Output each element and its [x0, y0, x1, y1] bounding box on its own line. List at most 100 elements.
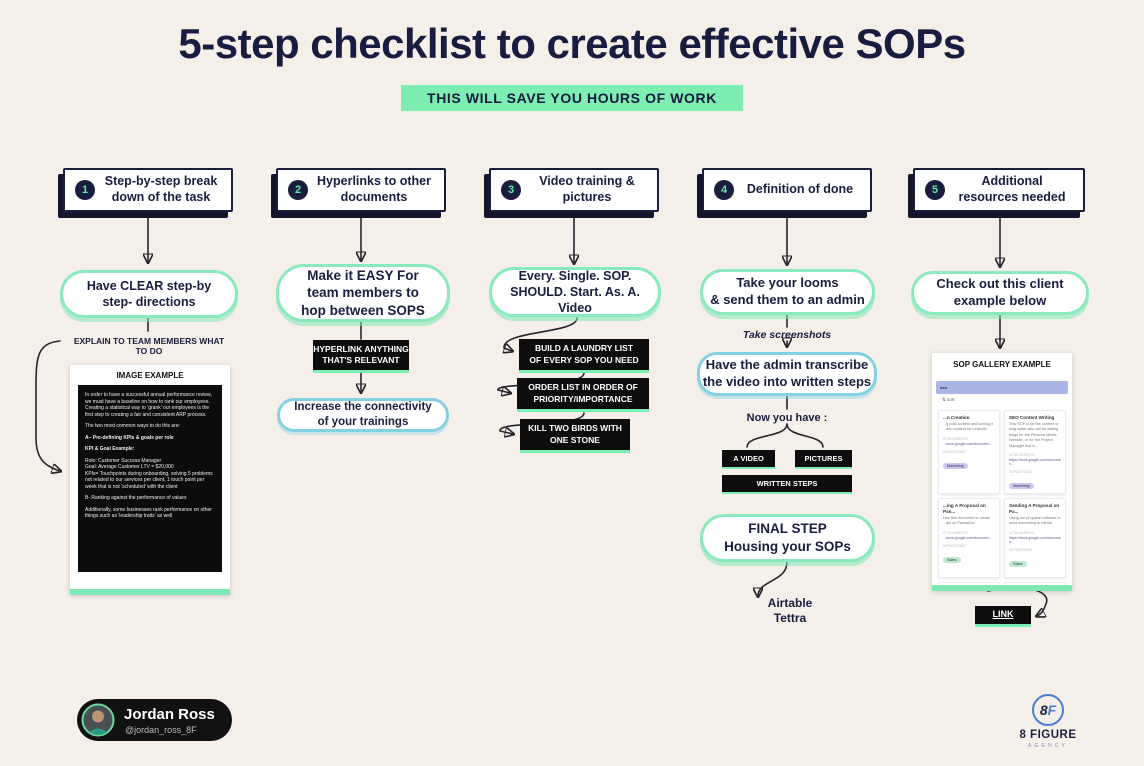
step3-black-box-3: KILL TWO BIRDS WITH ONE STONE	[520, 419, 630, 453]
gallery-item-body: Using our proposal software to send some…	[1009, 515, 1061, 526]
step2-header-box: 2 Hyperlinks to other documents	[276, 168, 446, 212]
step2-number-badge: 2	[288, 180, 308, 200]
gallery-item-label: DEPARTMENT	[943, 543, 967, 548]
image-example-underline	[70, 589, 230, 595]
gallery-item-link[interactable]: https://docs.google.com/documen...	[1009, 535, 1061, 544]
gallery-item-title: ...ing A Proposal on Pan...	[943, 503, 986, 514]
image-example-paragraph: A– Pre-defining KPIs & goals per role	[85, 434, 174, 441]
gallery-toolbar: deo	[936, 381, 1068, 394]
logo-line1: 8 FIGURE	[1019, 729, 1077, 741]
gallery-item-link[interactable]: ...docs.google.com/documen...	[943, 441, 992, 446]
step4-tag-video: A VIDEO	[722, 450, 775, 469]
image-example-title: IMAGE EXAMPLE	[116, 371, 184, 380]
gallery-sort-label: sort	[947, 397, 955, 402]
gallery-item[interactable]: ...n Creation ...g post content and turn…	[938, 410, 1000, 494]
step4-final-pill: FINAL STEP Housing your SOPs	[700, 514, 875, 562]
gallery-item[interactable]: SEO Content Writing This SOP is for the …	[1004, 410, 1066, 494]
step3-header-box: 3 Video training & pictures	[489, 168, 659, 212]
step2-black-box: HYPERLINK ANYTHING THAT'S RELEVANT	[313, 340, 409, 373]
step1-header-label: Step-by-step break down of the task	[104, 174, 218, 204]
step4-now-label: Now you have :	[746, 412, 828, 424]
step3-pill: Every. Single. SOP. SHOULD. Start. As. A…	[489, 267, 661, 317]
gallery-item-title: Sending A Proposal on Pa...	[1009, 503, 1060, 514]
step3-black-box-2: ORDER LIST IN ORDER OF PRIORITY/IMPORTAN…	[517, 378, 649, 412]
connector-step4-brace-right	[786, 423, 824, 448]
step2-header-label: Hyperlinks to other documents	[317, 174, 431, 204]
step4-outputs: Airtable Tettra	[767, 596, 813, 625]
avatar	[81, 703, 115, 737]
step3-header-label: Video training & pictures	[539, 174, 635, 204]
gallery-item-link[interactable]: https://docs.google.com/documen...	[1009, 458, 1061, 467]
gallery-item-label: ATTACHMENTS	[1009, 530, 1035, 535]
gallery-card: SOP GALLERY EXAMPLE deo ⇅ sort ...n Crea…	[932, 353, 1072, 591]
gallery-underline	[932, 585, 1072, 591]
image-example-paragraph: B- Ranking against the performance of va…	[85, 495, 187, 501]
gallery-item-title: SEO Content Writing	[1009, 415, 1055, 420]
image-example-paragraph: The two most common ways to do this are:	[85, 423, 181, 429]
page-title: 5-step checklist to create effective SOP…	[178, 20, 966, 67]
image-example-paragraph: KPI & Goal Example:	[85, 446, 135, 452]
gallery-item-body: This SOP is for the content or blog writ…	[1009, 421, 1059, 448]
gallery-item-body: ...g post content and turning it ...deo …	[943, 421, 994, 432]
step5-pill: Check out this client example below	[911, 271, 1089, 315]
gallery-item-tag: Marketing	[943, 462, 968, 469]
gallery-item-label: ATTACHMENTS	[943, 530, 969, 535]
step5-number-badge: 5	[925, 180, 945, 200]
step3-number-badge: 3	[501, 180, 521, 200]
gallery-title: SOP GALLERY EXAMPLE	[953, 360, 1051, 369]
image-example-paragraph: Additionally, some businesses rank perfo…	[85, 506, 212, 520]
gallery-item-label: DEPARTMENT	[1009, 470, 1033, 475]
step4-pill: Take your looms & send them to an admin	[700, 269, 875, 315]
connector-step4-final-out	[758, 561, 788, 596]
step2-blue-pill: Increase the connectivity of your traini…	[277, 398, 449, 432]
author-name: Jordan Ross	[124, 706, 215, 723]
subtitle-badge: THIS WILL SAVE YOU HOURS OF WORK	[401, 85, 743, 111]
image-example-card: IMAGE EXAMPLE In order to have a success…	[70, 365, 230, 595]
gallery-item-label: ATTACHMENTS	[943, 436, 969, 441]
author-pill: Jordan Ross @jordan_ross_8F	[77, 699, 232, 741]
step5-header-label: Additional resources needed	[958, 174, 1066, 204]
link-button[interactable]: LINK	[975, 606, 1031, 627]
step3-black-box-1: BUILD A LAUNDRY LIST OF EVERY SOP YOU NE…	[519, 339, 649, 373]
connector-step3-curve-1	[504, 317, 578, 351]
gallery-item-title: ...n Creation	[943, 415, 970, 420]
image-example-body: In order to have a successful annual per…	[78, 385, 222, 572]
logo-monogram-8: 8	[1039, 702, 1048, 718]
gallery-toolbar-label: deo	[940, 385, 948, 390]
step1-header-box: 1 Step-by-step break down of the task	[63, 168, 233, 212]
logo-line2: AGENCY	[1027, 743, 1069, 749]
step4-header-label: Definition of done	[746, 182, 854, 197]
sort-icon: ⇅	[942, 397, 946, 402]
gallery-item-tag: Sales	[943, 556, 961, 563]
step2-pill: Make it EASY For team members to hop bet…	[276, 264, 450, 322]
gallery-item-link[interactable]: ...docs.google.com/documen...	[943, 535, 992, 540]
step4-note: Take screenshots	[742, 329, 832, 341]
connector-step4-brace-left	[746, 423, 788, 448]
image-example-paragraph: In order to have a successful annual per…	[85, 392, 212, 418]
step4-header-box: 4 Definition of done	[702, 168, 872, 212]
gallery-item[interactable]: Sending A Proposal on Pa... Using our pr…	[1004, 498, 1066, 578]
step1-pill: Have CLEAR step-by step- directions	[60, 270, 238, 318]
gallery-item-label: DEPARTMENT	[943, 449, 967, 454]
step4-number-badge: 4	[714, 180, 734, 200]
gallery-grid: ...n Creation ...g post content and turn…	[938, 410, 1066, 591]
step5-header-box: 5 Additional resources needed	[913, 168, 1085, 212]
step1-number-badge: 1	[75, 180, 95, 200]
step4-blue-pill: Have the admin transcribe the video into…	[697, 352, 877, 396]
logo-monogram-f: F	[1047, 702, 1057, 718]
gallery-item-tag: Marketing	[1009, 483, 1034, 490]
image-example-paragraph: Role: Customer Success Manager Goal: Ave…	[85, 457, 213, 490]
gallery-item-tag: Sales	[1009, 560, 1027, 567]
step1-caption: EXPLAIN TO TEAM MEMBERS WHAT TO DO	[73, 336, 225, 356]
gallery-item-label: DEPARTMENT	[1009, 547, 1033, 552]
gallery-sort-row[interactable]: ⇅ sort	[942, 397, 955, 403]
gallery-item-body: Use this document to create ...als on Pa…	[943, 515, 991, 526]
gallery-item-label: ATTACHMENTS	[1009, 453, 1035, 458]
connector-step1-curve	[35, 340, 60, 471]
step4-tag-pictures: PICTURES	[795, 450, 852, 469]
gallery-item[interactable]: ...ing A Proposal on Pan... Use this doc…	[938, 498, 1000, 578]
